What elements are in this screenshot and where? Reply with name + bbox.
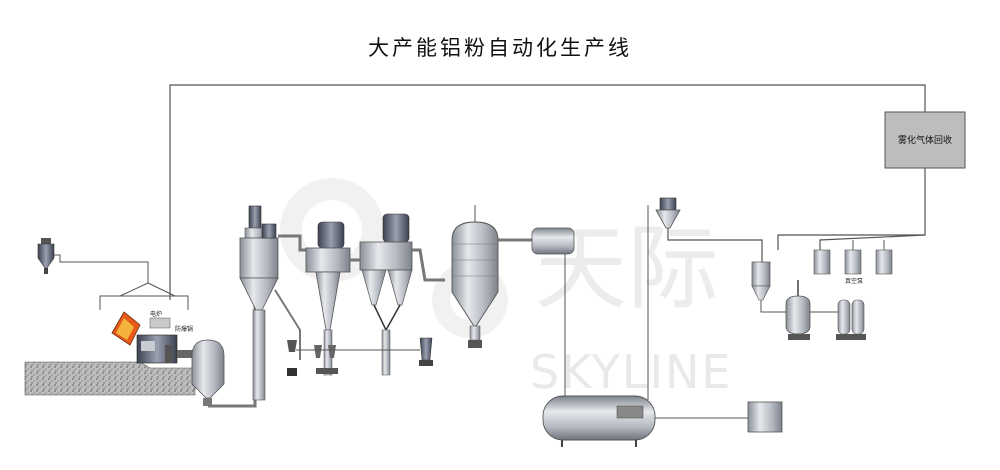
feed-hopper [37, 238, 149, 283]
gas-recovery-label: 雾化气体回收 [898, 134, 952, 146]
atomizer-tank: 防爆锅 [175, 325, 225, 406]
cyclone-separator-1 [305, 221, 351, 376]
powder-collectors [287, 337, 433, 376]
reactor-vessel [785, 280, 838, 340]
furnace-hood [99, 282, 189, 310]
cyclone-separator-2 [350, 213, 445, 376]
collection-tower [451, 205, 532, 348]
electric-furnace-label: 电炉 [150, 310, 162, 318]
secondary-separator [751, 261, 790, 313]
gas-cylinders [836, 299, 866, 340]
diagram-title: 大产能铝粉自动化生产线 [368, 36, 632, 60]
gas-recovery-unit: 雾化气体回收 [884, 111, 966, 169]
vacuum-pump-label: 真空泵 [845, 277, 863, 285]
gas-storage-tank [542, 395, 783, 447]
recovery-pipe-loop [169, 84, 926, 300]
electric-furnace: 电炉 [111, 310, 178, 364]
watermark-en: SKYLINE [530, 345, 733, 399]
vacuum-pumps: 真空泵 [813, 240, 893, 285]
product-hopper [647, 197, 763, 400]
ground-foundation [24, 361, 196, 396]
filter-tank [531, 227, 575, 400]
classifier-column [239, 205, 310, 401]
atomizer-label: 防爆锅 [175, 325, 193, 333]
